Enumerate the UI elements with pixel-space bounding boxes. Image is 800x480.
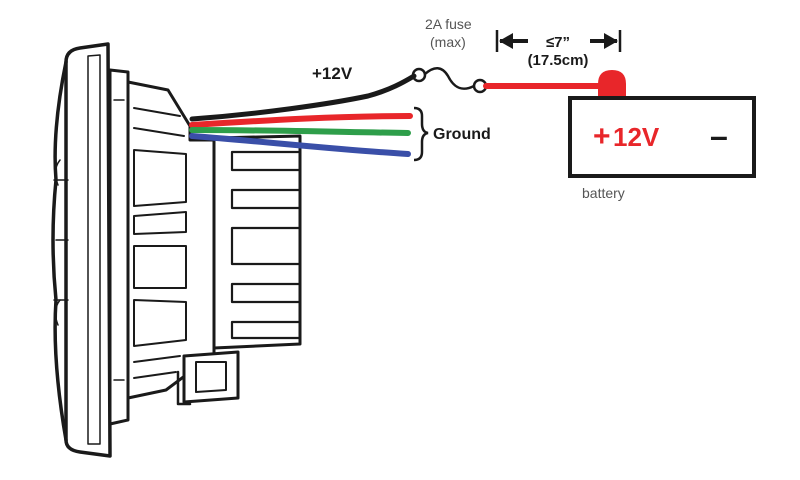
distance-label: ≤7” <box>546 34 570 51</box>
battery-positive-label: 12V <box>613 122 660 152</box>
red-ground-wire <box>189 113 413 128</box>
distance-metric-label: (17.5cm) <box>528 52 589 69</box>
battery-positive-sign: + <box>593 120 611 153</box>
wires <box>189 73 417 157</box>
distance-dimension <box>495 30 622 52</box>
fuse-symbol <box>411 67 488 94</box>
battery-box <box>568 96 756 178</box>
battery-label: battery <box>582 185 625 201</box>
green-ground-wire <box>189 127 411 136</box>
ground-brace <box>413 106 429 162</box>
battery-negative-label: – <box>710 118 728 154</box>
power-label: +12V <box>312 64 353 83</box>
fuse-max-label: (max) <box>430 34 466 50</box>
power-wire <box>189 73 417 122</box>
blue-ground-wire <box>189 133 411 157</box>
fuse-label: 2A fuse <box>425 16 472 32</box>
ground-label: Ground <box>433 126 491 143</box>
light-fixture-drawing <box>51 42 302 458</box>
battery-terminal-post <box>598 70 626 96</box>
